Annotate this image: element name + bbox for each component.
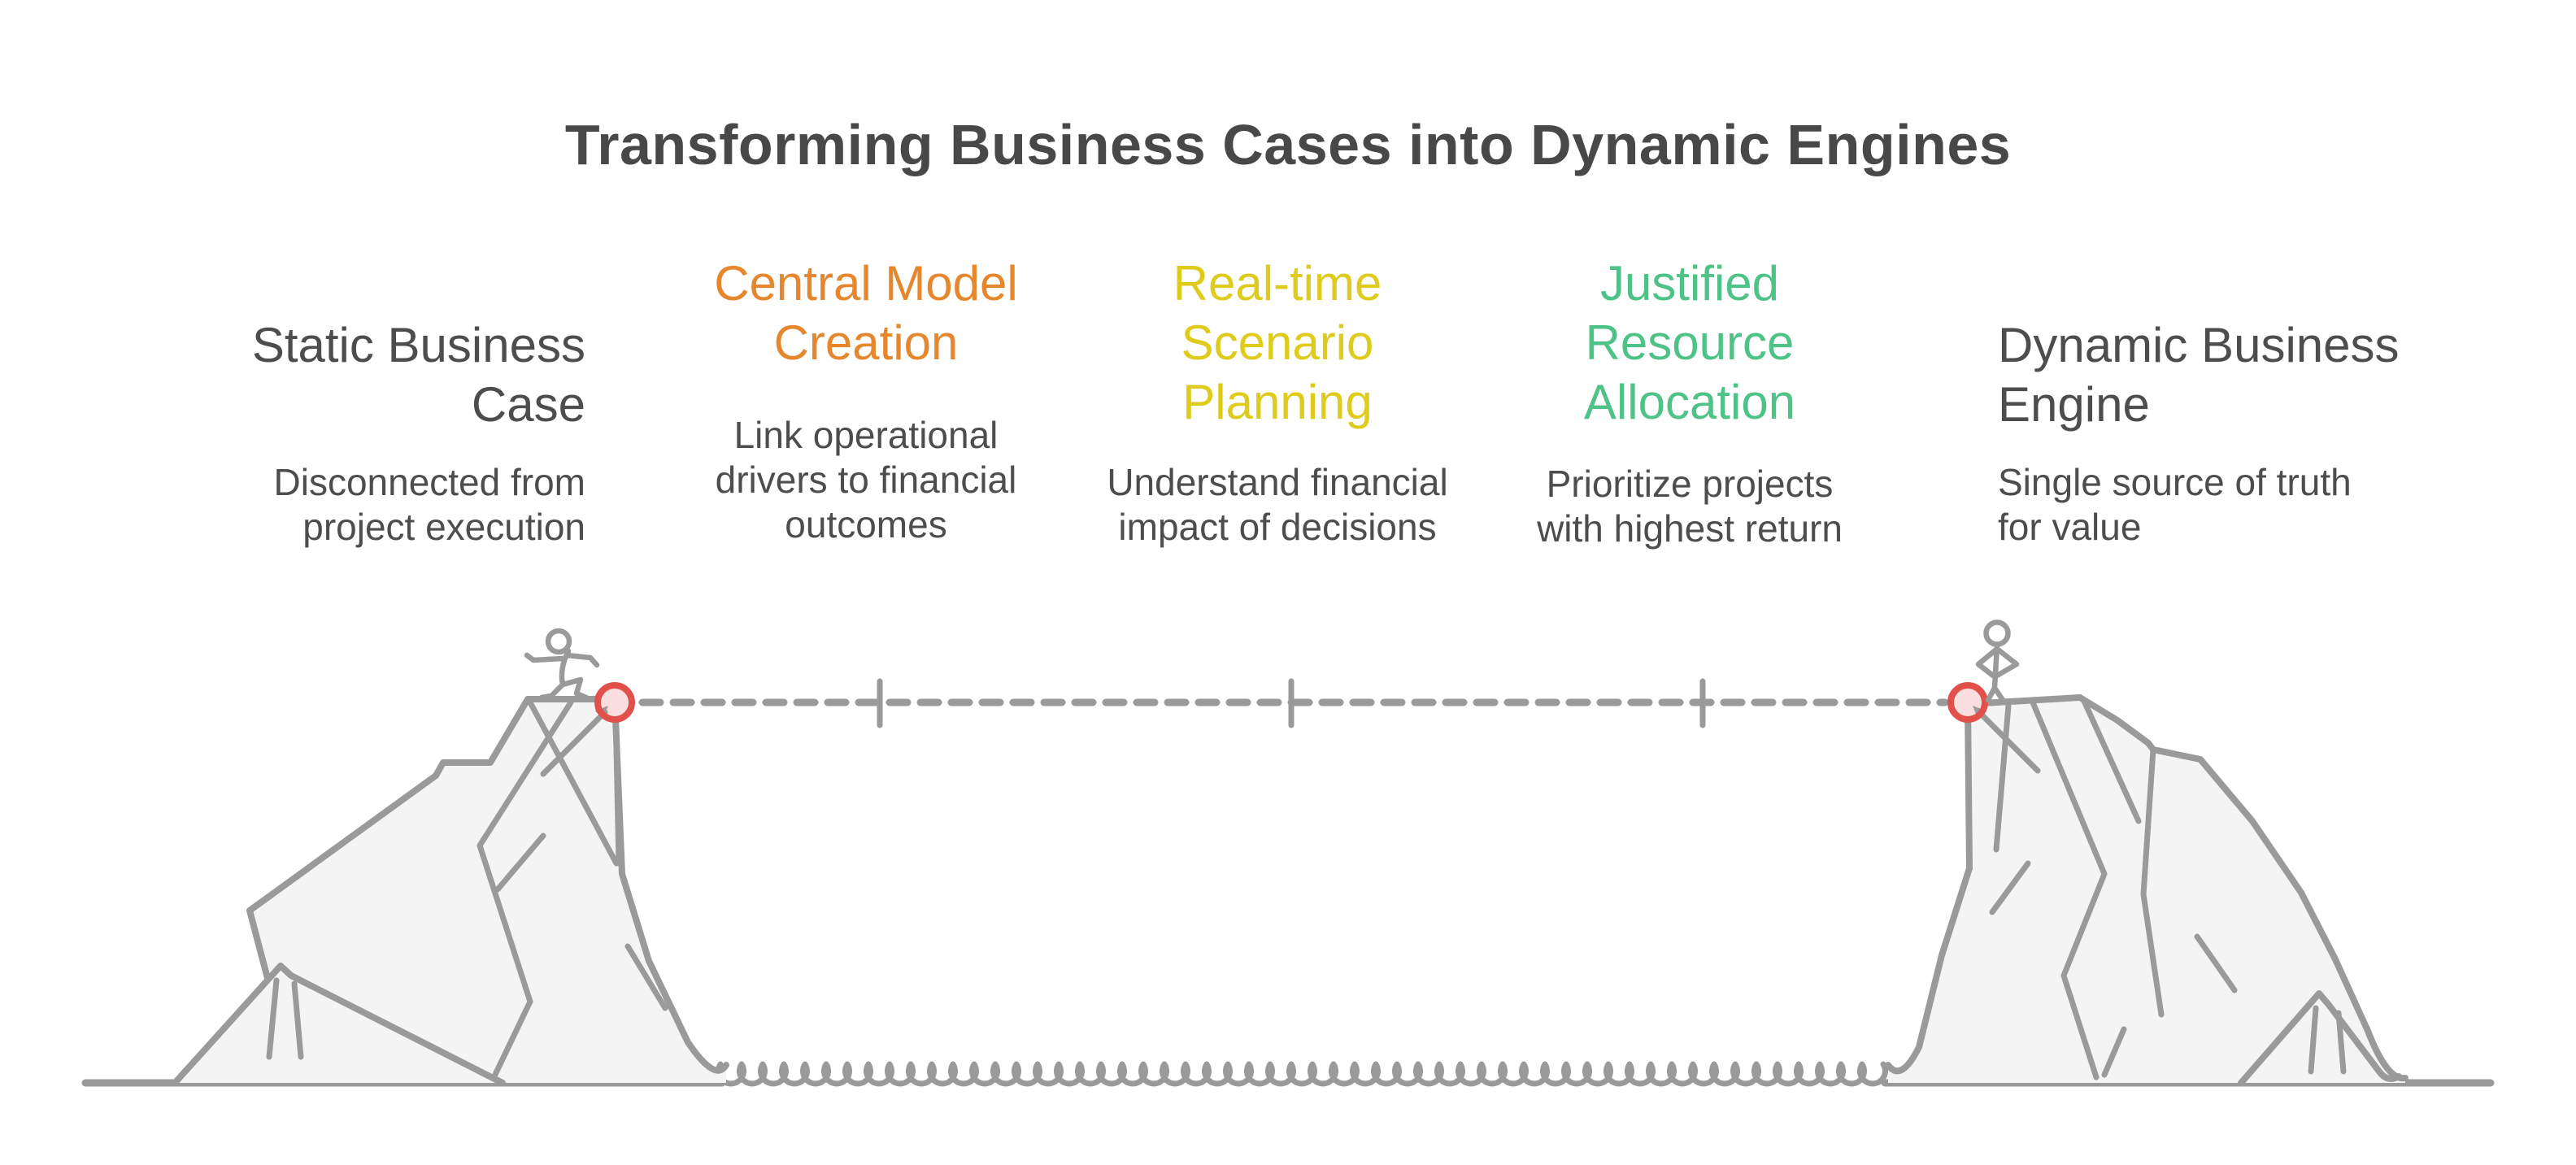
right-cliff-cracks bbox=[1989, 696, 2238, 1080]
step-desc-justified-resource-allocation: Prioritize projects with highest return bbox=[1537, 463, 1843, 550]
step-desc-dynamic-business-engine: Single source of truth for value bbox=[1998, 461, 2352, 549]
left-foothill bbox=[172, 963, 506, 1086]
page-title: Transforming Business Cases into Dynamic… bbox=[564, 113, 2012, 176]
step-title-dynamic-business-engine: Dynamic Business Engine bbox=[1998, 318, 2400, 433]
water-wave-line bbox=[716, 1061, 1888, 1087]
cliff-gap-illustration bbox=[81, 619, 2495, 1087]
step-desc-realtime-scenario-planning: Understand financial impact of decisions bbox=[1107, 461, 1448, 549]
right-foothill bbox=[2238, 990, 2402, 1086]
step-desc-static-business-case: Disconnected from project execution bbox=[273, 461, 586, 549]
right-cliff bbox=[1885, 694, 2408, 1083]
step-title-central-model-creation: Central Model Creation bbox=[714, 256, 1018, 371]
right-edge-marker bbox=[1947, 682, 2041, 774]
stick-figure-walking-icon bbox=[524, 628, 600, 701]
left-cliff-cracks bbox=[476, 699, 668, 1083]
step-title-static-business-case: Static Business Case bbox=[251, 318, 585, 433]
step-title-justified-resource-allocation: Justified Resource Allocation bbox=[1583, 256, 1796, 430]
step-desc-central-model-creation: Link operational drivers to financial ou… bbox=[715, 414, 1017, 546]
left-edge-marker bbox=[540, 682, 635, 777]
gap-dashed-line bbox=[638, 678, 1949, 728]
step-title-realtime-scenario-planning: Real-time Scenario Planning bbox=[1173, 256, 1382, 430]
left-cliff bbox=[246, 696, 729, 1086]
tick-marks bbox=[877, 678, 1706, 728]
stick-figure-standing-icon bbox=[1975, 619, 2020, 703]
